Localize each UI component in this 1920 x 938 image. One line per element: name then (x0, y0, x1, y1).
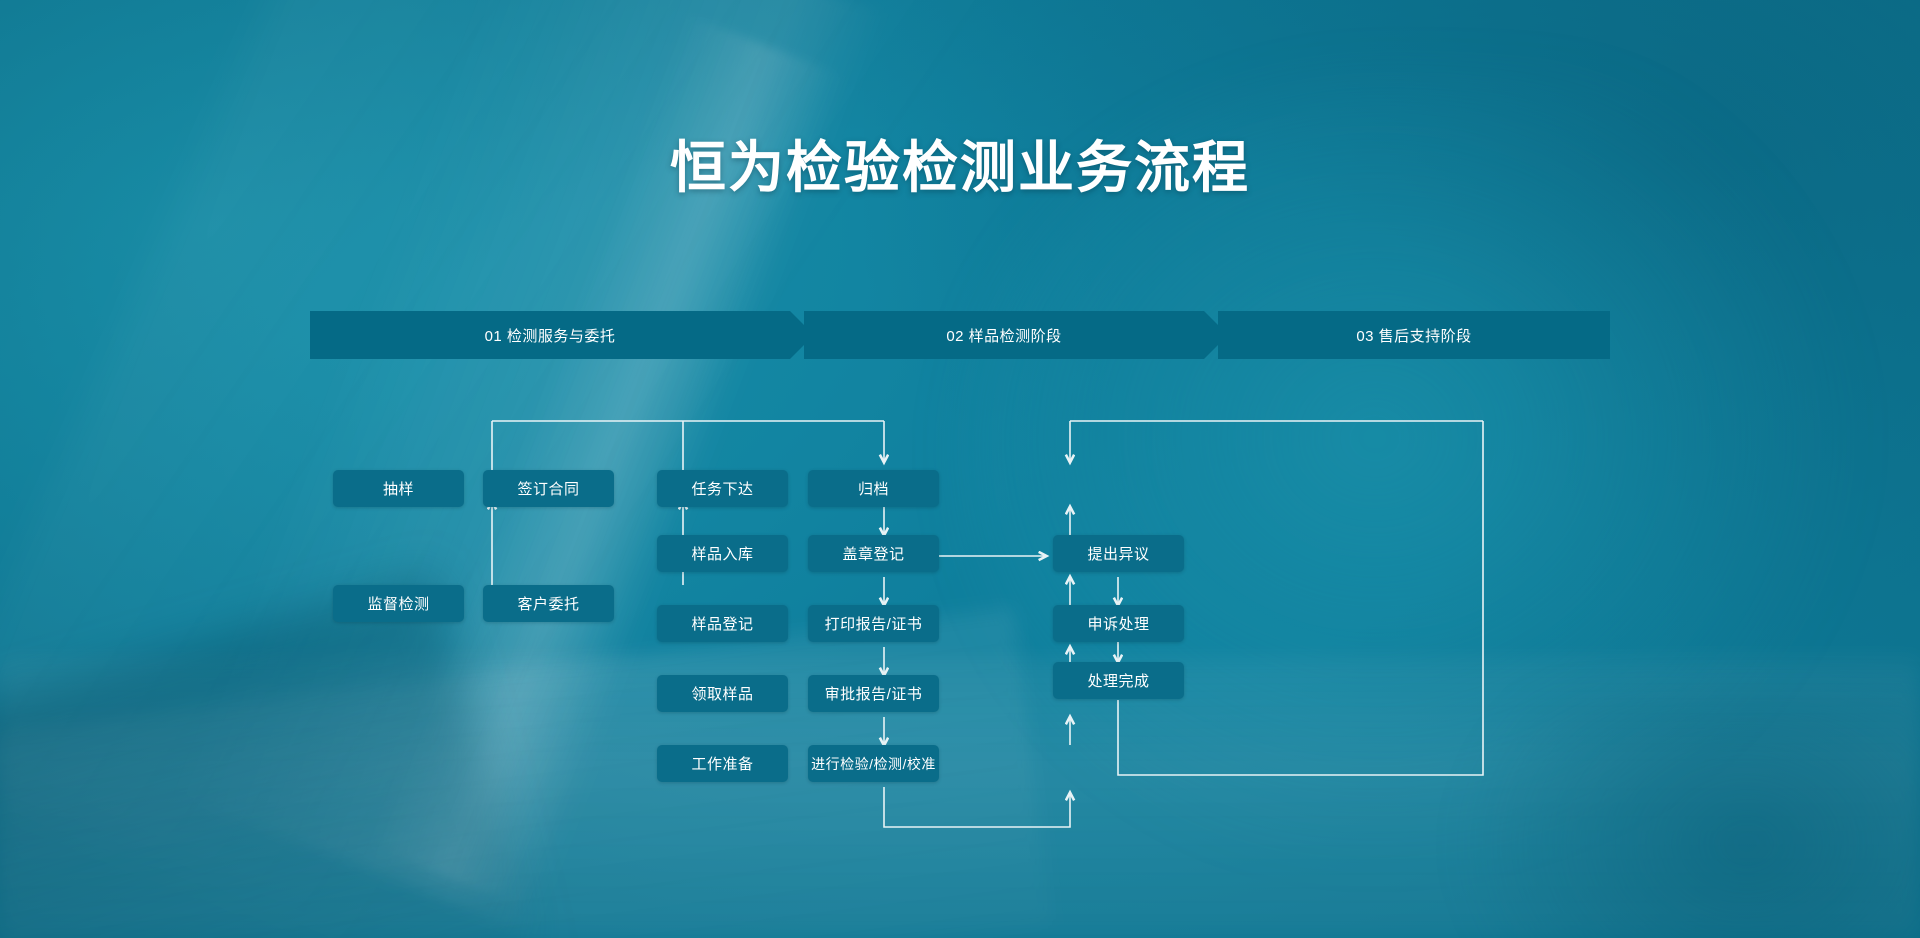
flow-node-kehu-weituo[interactable]: 客户委托 (483, 585, 614, 622)
flow-node-guidang[interactable]: 归档 (808, 470, 939, 507)
flow-node-label: 申诉处理 (1087, 616, 1150, 633)
flow-node-label: 处理完成 (1087, 673, 1150, 690)
flow-node-label: 签订合同 (517, 481, 580, 498)
flow-node-label: 归档 (857, 481, 889, 498)
flow-node-yangpin-ruku[interactable]: 样品入库 (657, 535, 788, 572)
flow-node-label: 监督检测 (367, 596, 430, 613)
flow-node-label: 样品登记 (691, 616, 754, 633)
flow-node-label: 打印报告/证书 (824, 616, 923, 633)
flow-node-chouyang[interactable]: 抽样 (333, 470, 464, 507)
flow-node-gaizhang-dengji[interactable]: 盖章登记 (808, 535, 939, 572)
stage-label-01: 01 检测服务与委托 (484, 327, 616, 345)
page-title: 恒为检验检测业务流程 (670, 136, 1250, 201)
flow-node-label: 工作准备 (691, 756, 754, 773)
flow-node-label: 客户委托 (517, 596, 580, 613)
stage-label-02: 02 样品检测阶段 (946, 327, 1062, 345)
flow-node-label: 提出异议 (1087, 546, 1150, 563)
flow-node-label: 抽样 (382, 481, 414, 498)
flow-node-jiandu-jiance[interactable]: 监督检测 (333, 585, 464, 622)
flow-node-label: 进行检验/检测/校准 (811, 755, 936, 772)
flow-node-label: 样品入库 (691, 546, 754, 563)
bg-shadow-right (1459, 694, 1920, 938)
stage-banner: 01 检测服务与委托 02 样品检测阶段 03 售后支持阶段 (310, 311, 1610, 359)
flow-node-chuli-wancheng[interactable]: 处理完成 (1053, 662, 1184, 699)
connector-zhunbei-to-jinxing (883, 787, 1070, 828)
flow-node-lingqu-yangpin[interactable]: 领取样品 (657, 675, 788, 712)
flow-node-jinxing-jianyan[interactable]: 进行检验/检测/校准 (808, 745, 939, 782)
flow-node-renwu-xiada[interactable]: 任务下达 (657, 470, 788, 507)
flow-node-qianding-hetong[interactable]: 签订合同 (483, 470, 614, 507)
flow-node-gongzuo-zhunbei[interactable]: 工作准备 (657, 745, 788, 782)
flow-node-label: 盖章登记 (842, 546, 905, 563)
flow-node-yangpin-dengji[interactable]: 样品登记 (657, 605, 788, 642)
stage-banner-item-01[interactable]: 01 检测服务与委托 (310, 311, 814, 359)
flow-node-dayin-baogao[interactable]: 打印报告/证书 (808, 605, 939, 642)
flow-node-shenpi-baogao[interactable]: 审批报告/证书 (808, 675, 939, 712)
flow-node-tichu-yiyi[interactable]: 提出异议 (1053, 535, 1184, 572)
flow-node-label: 领取样品 (691, 686, 754, 703)
flow-node-label: 审批报告/证书 (824, 686, 923, 703)
stage-banner-item-03[interactable]: 03 售后支持阶段 (1218, 311, 1610, 359)
stage-label-03: 03 售后支持阶段 (1356, 327, 1472, 345)
flow-node-shensu-chuli[interactable]: 申诉处理 (1053, 605, 1184, 642)
connector-wancheng-return-loop (1117, 421, 1484, 776)
flow-node-label: 任务下达 (691, 481, 754, 498)
stage-banner-item-02[interactable]: 02 样品检测阶段 (804, 311, 1228, 359)
